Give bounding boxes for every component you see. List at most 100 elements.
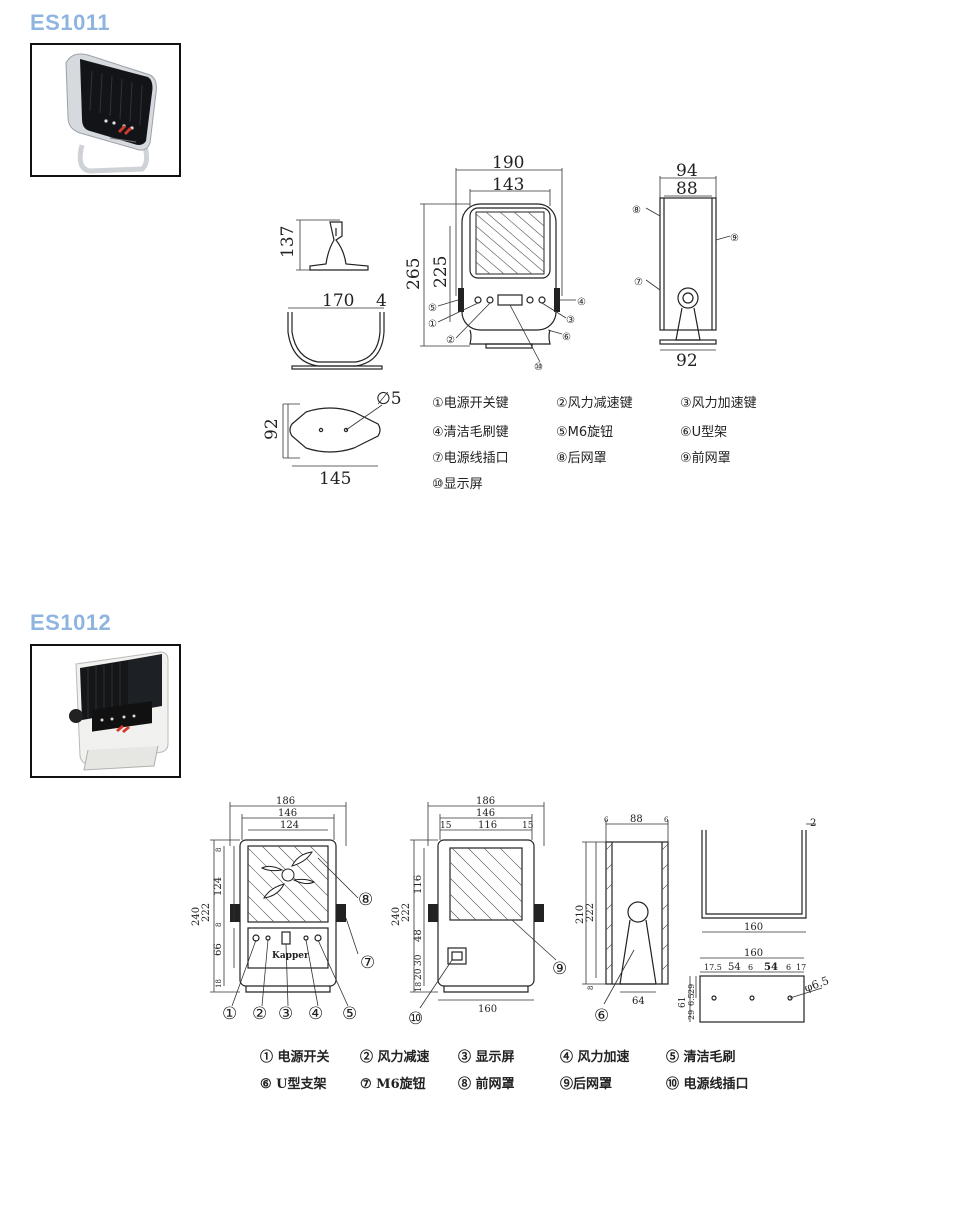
es1012-dim-plate-e: 6 xyxy=(786,963,791,972)
es1012-dim-plate-w: 160 xyxy=(744,948,763,959)
es1012-dim-back-h-total: 240 xyxy=(391,907,402,926)
es1011-callout-7: ⑦ xyxy=(634,277,643,288)
es1011-dim-front-width-outer: 190 xyxy=(492,153,524,173)
es1012-dim-back-h-20: 20 xyxy=(414,968,424,980)
es1011-callout-3: ③ xyxy=(566,315,575,326)
es1012-dim-front-h-8b: 8 xyxy=(215,923,223,927)
es1012-legend-2: ② 风力减速 xyxy=(360,1050,430,1065)
es1012-dim-plate-h: 61 xyxy=(678,997,688,1008)
es1012-dim-back-h-body: 222 xyxy=(401,903,412,922)
es1012-callout-3: ③ xyxy=(278,1004,293,1024)
es1011-legend-3: ③风力加速键 xyxy=(680,396,757,411)
es1012-callout-9: ⑨ xyxy=(552,959,567,979)
es1012-dim-side-h3: 8 xyxy=(587,986,595,990)
es1011-dim-front-width-inner: 143 xyxy=(492,175,524,195)
es1012-legend-3: ③ 显示屏 xyxy=(458,1050,515,1065)
es1011-dim-stand-height: 137 xyxy=(278,226,298,258)
es1012-callout-2: ② xyxy=(252,1004,267,1024)
es1011-legend-2: ②风力减速键 xyxy=(556,396,633,411)
es1012-legend-6: ⑥ U型支架 xyxy=(260,1077,327,1092)
es1012-dim-front-h-8a: 8 xyxy=(215,848,223,852)
es1011-callout-8: ⑧ xyxy=(632,205,641,216)
es1011-dim-hole: ∅5 xyxy=(376,389,402,409)
es1012-dim-plate-b: 54 xyxy=(728,962,741,973)
es1012-dim-back-h-grille: 116 xyxy=(413,875,424,894)
es1011-dim-base-width: 145 xyxy=(319,469,351,489)
es1012-dim-front-h-body: 222 xyxy=(201,903,212,922)
es1012-dim-side-base: 64 xyxy=(632,996,645,1007)
es1011-legend-4: ④清洁毛刷键 xyxy=(432,425,509,440)
es1012-dim-back-side-r: 15 xyxy=(522,821,534,831)
es1012-dim-front-w2: 146 xyxy=(278,808,297,819)
es1012-back-view xyxy=(410,802,557,1009)
es1011-dim-side-depth-outer: 94 xyxy=(676,161,698,181)
es1011-legend-8: ⑧后网罩 xyxy=(556,451,607,466)
es1012-front-view xyxy=(210,802,359,1007)
es1012-legend-5: ⑤ 清洁毛刷 xyxy=(666,1050,736,1065)
product-photo-es1011 xyxy=(30,43,181,177)
es1012-dim-front-h-18: 18 xyxy=(215,979,223,988)
es1011-legend-5: ⑤M6旋钮 xyxy=(556,425,614,440)
es1012-dim-plate-c: 6 xyxy=(748,963,753,972)
es1011-legend-1: ①电源开关键 xyxy=(432,396,509,411)
es1011-callout-9: ⑨ xyxy=(730,233,739,244)
es1012-legend-7: ⑦ M6旋钮 xyxy=(360,1077,426,1092)
es1011-side-view xyxy=(645,176,731,351)
es1012-dim-back-side-l: 15 xyxy=(440,821,452,831)
es1012-legend-4: ④ 风力加速 xyxy=(560,1050,630,1065)
es1012-base-plate-view xyxy=(689,957,823,1023)
es1012-dim-bracket-w: 160 xyxy=(744,922,763,933)
es1012-callout-4: ④ xyxy=(308,1004,323,1024)
es1012-callout-6: ⑥ xyxy=(594,1006,609,1026)
es1011-legend-10: ⑩显示屏 xyxy=(432,477,483,492)
es1012-dim-plate-hole: φ6.5 xyxy=(803,974,831,995)
es1012-dim-bracket-t: 2 xyxy=(810,818,816,829)
es1011-dim-front-height-body: 225 xyxy=(431,256,451,288)
product-photo-es1012 xyxy=(30,644,181,778)
es1012-dim-plate-29b: 29 xyxy=(687,1010,696,1020)
es1012-dim-side-w: 88 xyxy=(630,814,643,825)
es1012-dim-side-6a: 6 xyxy=(604,816,609,824)
es1012-dim-plate-f: 17 xyxy=(796,963,806,972)
es1011-callout-1: ① xyxy=(428,319,437,330)
es1012-dim-side-6b: 6 xyxy=(664,816,669,824)
es1011-callout-2: ② xyxy=(446,335,455,346)
es1012-legend-9: ⑨后网罩 xyxy=(560,1077,613,1092)
es1012-callout-7: ⑦ xyxy=(360,953,375,973)
es1011-legend-7: ⑦电源线插口 xyxy=(432,451,509,466)
es1012-dim-back-h-30: 30 xyxy=(414,954,424,966)
es1011-dim-base-depth: 92 xyxy=(262,418,282,440)
es1012-dim-plate-6-5: 6.5 xyxy=(687,993,696,1006)
es1011-front-view xyxy=(420,168,576,363)
es1012-side-view xyxy=(582,820,669,1005)
es1011-legend-9: ⑨前网罩 xyxy=(680,451,731,466)
es1012-callout-10: ⑩ xyxy=(408,1009,423,1029)
es1012-legend-8: ⑧ 前网罩 xyxy=(458,1077,515,1092)
es1012-dim-back-w3: 116 xyxy=(478,820,497,831)
es1012-dim-back-w1: 186 xyxy=(476,796,495,807)
es1012-dim-front-h-total: 240 xyxy=(191,907,202,926)
es1012-bracket-view xyxy=(701,823,816,933)
es1012-dim-back-h-18: 18 xyxy=(414,982,423,992)
es1011-legend-6: ⑥U型架 xyxy=(680,425,728,440)
es1012-callout-8: ⑧ xyxy=(358,890,373,910)
es1011-callout-6: ⑥ xyxy=(562,332,571,343)
es1011-callout-10: ⑩ xyxy=(534,362,543,373)
es1011-dim-side-base: 92 xyxy=(676,351,698,371)
es1012-dim-side-h1: 210 xyxy=(575,905,586,924)
es1011-dim-bracket-width: 170 xyxy=(322,291,354,311)
es1011-stand-view xyxy=(296,219,369,271)
es1012-dim-back-h-48: 48 xyxy=(413,929,424,942)
es1011-dim-side-depth-inner: 88 xyxy=(676,179,698,199)
es1012-dim-front-h-panel: 66 xyxy=(213,943,224,956)
es1012-dim-side-h2: 222 xyxy=(585,903,596,922)
es1012-dim-plate-29a: 29 xyxy=(687,984,696,994)
es1012-callout-1: ① xyxy=(222,1004,237,1024)
model-title-es1011: ES1011 xyxy=(30,10,111,35)
es1012-dim-front-w1: 186 xyxy=(276,796,295,807)
es1012-logo-text: Kapper xyxy=(272,951,309,961)
es1012-legend-10: ⑩ 电源线插口 xyxy=(666,1077,749,1092)
es1011-dim-bracket-thickness: 4 xyxy=(376,291,387,311)
